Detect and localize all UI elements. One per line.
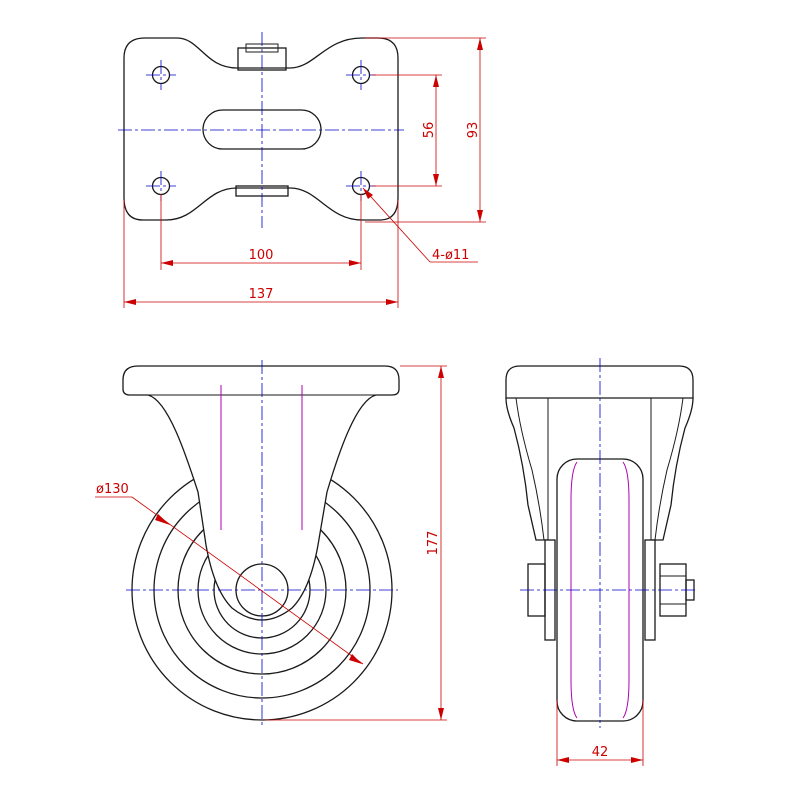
dimension-56-label: 56 [422,122,437,139]
fork-arm-left [505,397,548,541]
dimension-137-label: 137 [249,287,274,302]
side-view: 42 [505,358,698,766]
dimension-wheel-diameter: ø130 [95,482,364,665]
dimension-56: 56 [372,74,442,187]
dimension-177-label: 177 [426,531,441,556]
mounting-plate-outline [123,37,399,221]
fork-arm-right-inner [654,397,684,541]
fork-arm-left-inner [515,397,545,541]
dimension-177: 177 [265,365,447,721]
fork-bracket [122,365,400,621]
top-view: 56 93 100 137 [118,32,486,308]
dimension-93: 93 [365,37,486,223]
dimension-100: 100 [160,194,362,270]
dimension-137: 137 [123,200,399,308]
front-view: ø130 177 [95,360,447,726]
dimension-93-label: 93 [466,122,481,139]
nut-housing [237,47,287,71]
hole-callout: 4-ø11 [362,187,478,263]
dimension-42-label: 42 [592,745,609,760]
dimension-100-label: 100 [249,248,274,263]
side-top-plate [505,365,694,399]
dimension-wheel-diameter-label: ø130 [96,482,129,497]
dimension-42: 42 [556,700,644,766]
hole-callout-label: 4-ø11 [432,248,469,263]
fork-arm-right [651,397,694,541]
